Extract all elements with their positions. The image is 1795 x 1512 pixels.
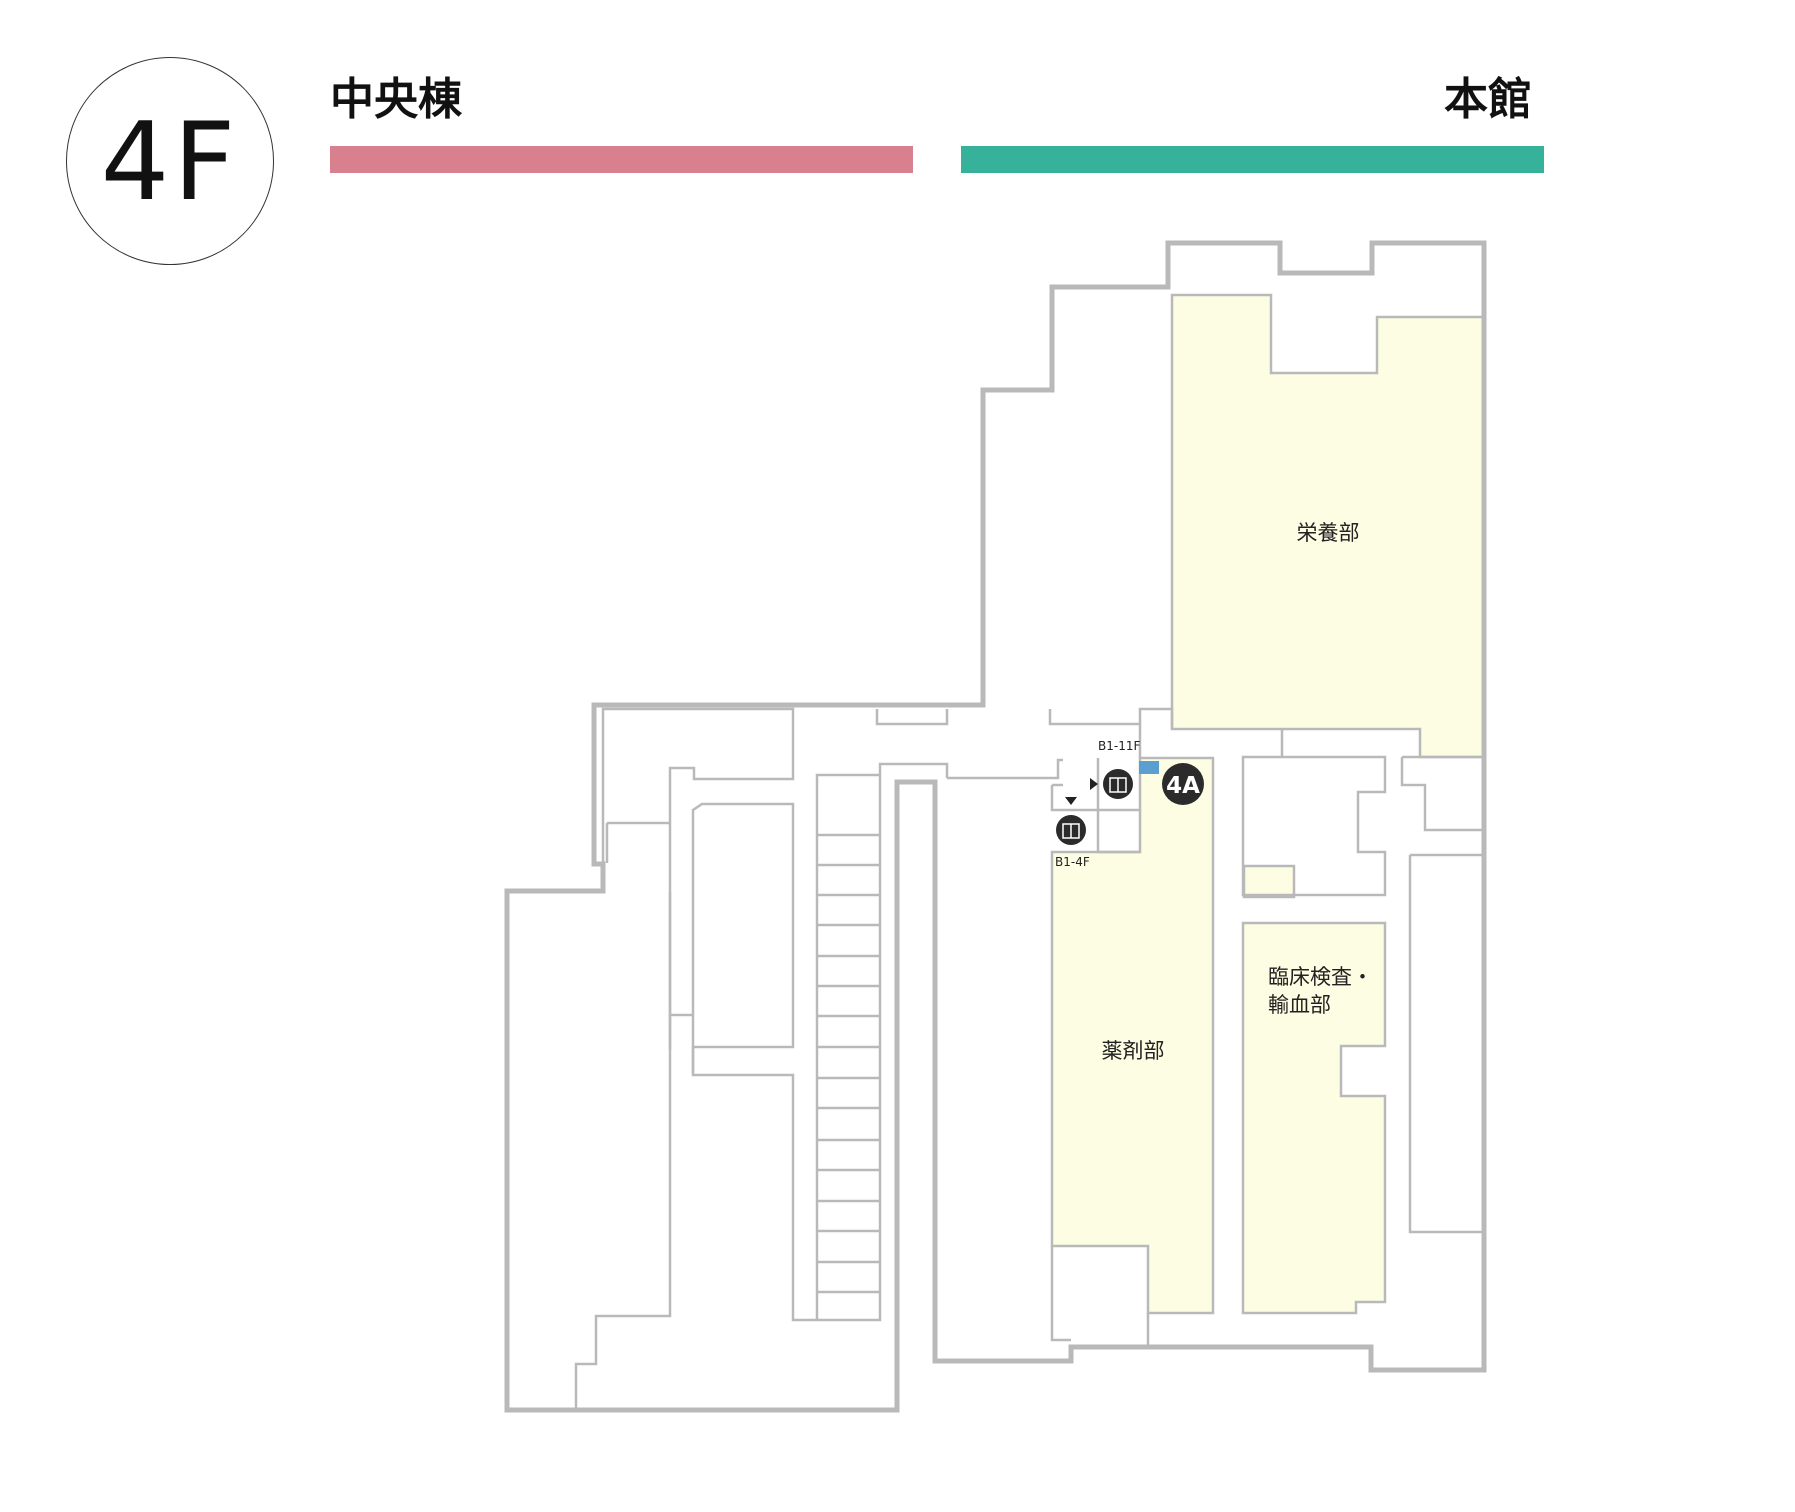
room-small-yellow [1242,864,1296,899]
elevator-main-icon[interactable] [1103,769,1133,799]
location-marker-4a[interactable]: 4A [1162,763,1204,805]
wall [1241,729,1387,897]
building-label-main: 本館 [1444,74,1532,125]
elevator-main-range: B1-11F [1098,739,1140,753]
wall [691,802,795,1073]
building-bar-main [961,146,1544,173]
floor-badge: 4F [66,57,274,265]
building-label-central: 中央棟 [330,74,462,125]
wall [574,892,672,1410]
outer-wall-main [504,240,1487,1413]
wall [875,709,949,726]
room-label-lab-line1: 臨床検査・ [1268,965,1373,989]
wall [691,1047,817,1322]
floor-number: 4F [100,100,240,225]
wall [1400,757,1484,832]
wall [1048,709,1142,758]
room-lab[interactable] [1241,921,1387,1315]
building-bar-central [330,146,913,173]
arrow-down-icon [1065,797,1077,805]
wall [1408,855,1484,1234]
elevator-sub-icon[interactable] [1056,815,1086,845]
room-label-lab-line2: 輸血部 [1268,993,1331,1017]
room-label-pharmacy: 薬剤部 [1102,1039,1165,1063]
stair-steps [817,833,880,1294]
wall [1050,1246,1071,1342]
wall [947,758,1063,780]
arrow-right-icon [1090,778,1098,790]
accent-square [1139,761,1159,774]
wall [1138,707,1174,729]
room-label-nutrition: 栄養部 [1297,521,1360,545]
wall [601,707,795,1017]
marker-label: 4A [1166,773,1200,799]
wall [878,762,949,778]
elevator-sub-range: B1-4F [1055,855,1090,869]
